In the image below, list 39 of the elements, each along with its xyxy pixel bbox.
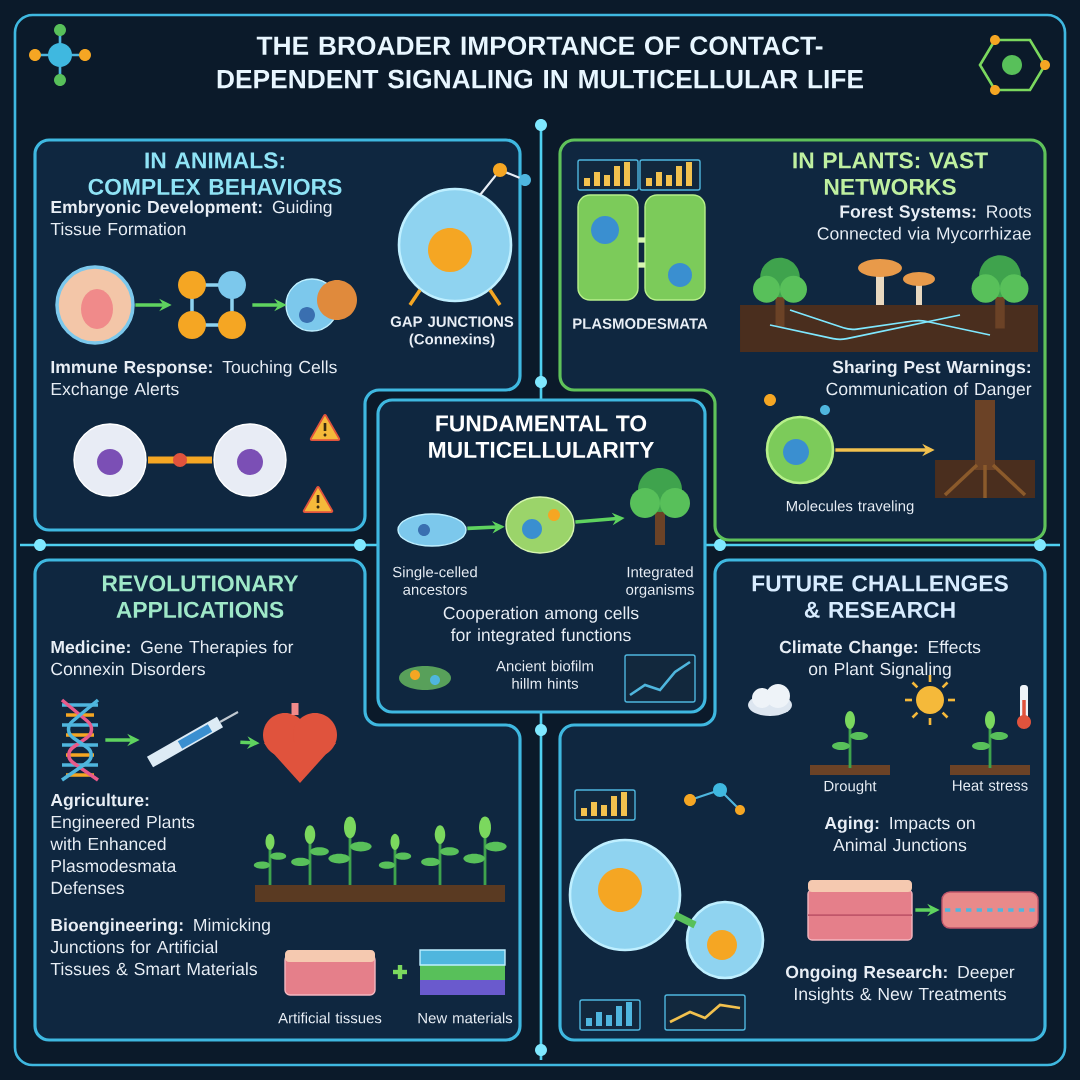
dividing-cells-drawing: [285, 278, 357, 332]
caption-text: Ancient biofilm hillm hints: [496, 660, 593, 689]
dna-drawing: [60, 698, 100, 782]
embryo-drawing: [55, 265, 135, 345]
cell-cluster-drawing: [178, 271, 246, 339]
caption-text: Single-celled ancestors: [392, 566, 477, 595]
caption-text: New materials: [418, 1012, 513, 1024]
tree-roots-drawing: [935, 400, 1035, 498]
title: THE BROADER IMPORTANCE OF CONTACT-DEPENDENT SIGNALING IN MULTICELLULAR LIFE: [217, 36, 863, 89]
caption-text: PLASMODESMATA: [573, 318, 708, 329]
item-text: Bioengineering: Mimicking Junctions for Artificial Tissues & Smart Materials: [50, 918, 270, 976]
blood-vessel-drawing: [941, 891, 1039, 929]
syringe-drawing: [146, 711, 239, 768]
caption-text: Heat stress: [953, 780, 1028, 791]
panel-heading: REVOLUTIONARY APPLICATIONS: [102, 575, 299, 618]
panel-heading: IN ANIMALS: COMPLEX BEHAVIORS: [88, 152, 342, 195]
plant-cell-drawing: [764, 394, 835, 485]
panel-heading: FUTURE CHALLENGES & RESEARCH: [752, 575, 1008, 618]
item-text: Aging: Impacts on Animal Junctions: [824, 816, 975, 852]
caption-text: GAP JUNCTIONS (Connexins): [390, 316, 514, 348]
dividing-cell-drawing: [505, 496, 575, 554]
item-text: Embryonic Development: Guiding Tissue Formation: [50, 200, 332, 236]
item-text: Sharing Pest Warnings: Communication of Danger: [826, 360, 1032, 399]
item-text: Forest Systems: Roots Connected via Mycorrhizae: [817, 205, 1031, 244]
panel-heading: FUNDAMENTAL TO MULTICELLULARITY: [429, 415, 654, 458]
panel-heading: IN PLANTS: VAST NETWORKS: [793, 152, 988, 195]
caption-text: Drought: [824, 780, 877, 795]
tree-drawing: [630, 468, 690, 545]
item-text: Immune Response: Touching Cells Exchange Alerts: [51, 360, 337, 399]
single-cell-drawing: [397, 513, 467, 547]
tissue-drawing: [807, 880, 913, 941]
caption-text: Artificial tissues: [278, 1012, 382, 1024]
item-text: Medicine: Gene Therapies for Connexin Disorders: [51, 640, 294, 676]
item-text: Cooperation among cells for integrated functions: [443, 606, 639, 645]
item-text: Ongoing Research: Deeper Insights & New Treatments: [786, 965, 1015, 1004]
caption-text: Integrated organisms: [626, 566, 694, 598]
item-text: Climate Change: Effects on Plant Signaling: [779, 640, 981, 679]
item-text: Agriculture: Engineered Plants with Enhanced Plasmodesmata Defenses: [50, 793, 195, 895]
caption-text: Molecules traveling: [786, 500, 914, 515]
